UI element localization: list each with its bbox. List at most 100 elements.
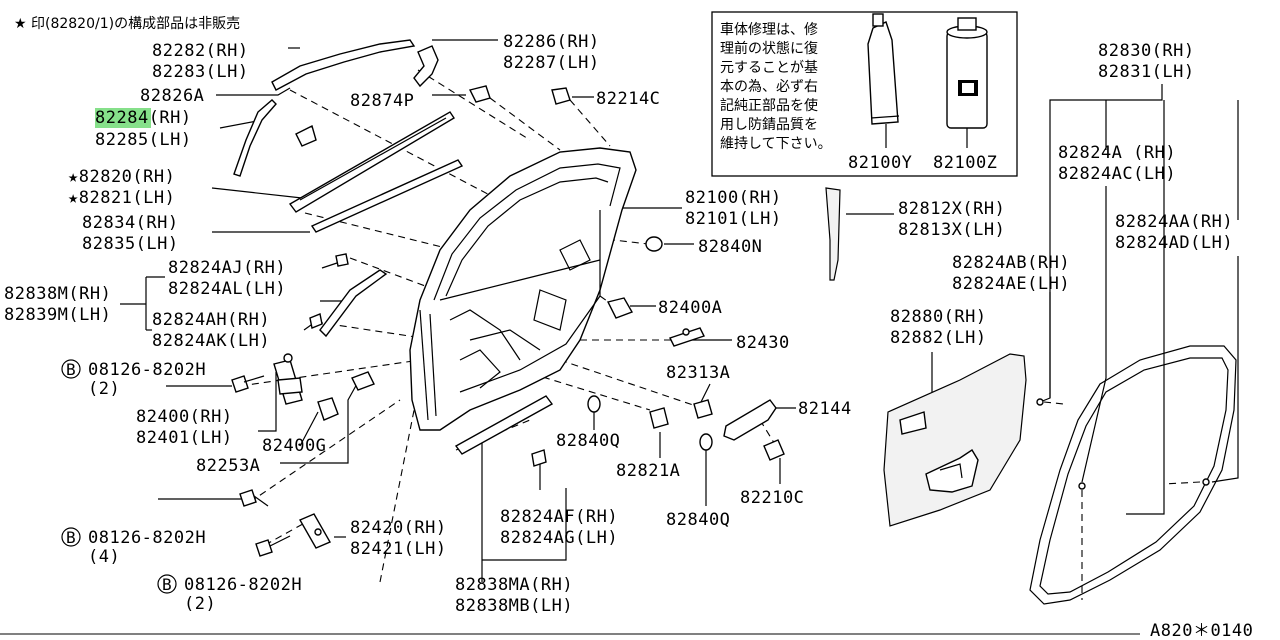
- part-number-82824af[interactable]: 82824AF(RH): [500, 507, 618, 527]
- bolt-part-number-2[interactable]: 08126-8202H: [88, 528, 206, 548]
- corner-moulding-piece: [413, 45, 439, 88]
- plug-82840q-a: [587, 395, 601, 413]
- door-sash-moulding: [271, 39, 416, 91]
- glass-run-channel: [319, 269, 388, 338]
- part-number-82880[interactable]: 82880(RH): [890, 307, 987, 327]
- part-number-82824ad[interactable]: 82824AD(LH): [1115, 233, 1233, 253]
- grommet-82821a: [649, 407, 669, 429]
- part-number-82284-highlighted[interactable]: 82284(RH): [95, 108, 192, 128]
- part-number-82824aa[interactable]: 82824AA(RH): [1115, 212, 1233, 232]
- part-number-82820[interactable]: ★82820(RH): [68, 167, 175, 187]
- part-number-82874p[interactable]: 82874P: [350, 91, 414, 111]
- bolt-quantity-3: (2): [184, 594, 216, 614]
- clip-82824aj: [335, 253, 349, 267]
- part-number-82824ae[interactable]: 82824AE(LH): [952, 274, 1070, 294]
- part-number-82286[interactable]: 82286(RH): [503, 32, 600, 52]
- part-number-82838mb[interactable]: 82838MB(LH): [455, 596, 573, 616]
- seal-strip-82812x: [825, 187, 841, 281]
- bracket-82144: [723, 399, 777, 441]
- sealant-tube-illustration: [867, 13, 900, 148]
- part-number-82835[interactable]: 82835(LH): [82, 234, 179, 254]
- part-number-82826a[interactable]: 82826A: [140, 86, 204, 106]
- repair-note-line: 用し防錆品質を: [720, 116, 818, 133]
- part-number-82838ma[interactable]: 82838MA(RH): [455, 575, 573, 595]
- part-number-82821a[interactable]: 82821A: [616, 461, 680, 481]
- repair-note-line: 本の為、必ず右: [720, 79, 818, 95]
- fastener-82313a: [693, 399, 713, 419]
- part-number-82840q-a[interactable]: 82840Q: [556, 431, 620, 451]
- part-number-82834[interactable]: 82834(RH): [82, 213, 179, 233]
- plug-82840n: [645, 236, 663, 252]
- bumper-82400a: [606, 297, 634, 319]
- bolt-part-number-1[interactable]: 08126-8202H: [88, 360, 206, 380]
- part-number-82812x[interactable]: 82812X(RH): [898, 199, 1005, 219]
- clip-82824ah: [309, 313, 323, 329]
- part-number-82824al[interactable]: 82824AL(LH): [168, 279, 286, 299]
- b-letter: B: [162, 575, 172, 594]
- part-number-82824ab[interactable]: 82824AB(RH): [952, 253, 1070, 273]
- part-number-82824ag[interactable]: 82824AG(LH): [500, 528, 618, 548]
- part-number-82100[interactable]: 82100(RH): [685, 188, 782, 208]
- part-number-82830[interactable]: 82830(RH): [1098, 41, 1195, 61]
- part-number-82100z[interactable]: 82100Z: [933, 153, 997, 173]
- repair-note-line: 元することが基: [720, 59, 818, 76]
- part-number-82283[interactable]: 82283(LH): [152, 62, 249, 82]
- b-letter: B: [66, 528, 76, 547]
- part-number-82824a[interactable]: 82824A (RH): [1058, 143, 1176, 163]
- screw-82210c: [763, 439, 785, 461]
- hinge-bolt-lower-2: [255, 535, 291, 557]
- clip-82874p: [468, 85, 491, 103]
- b-letter: B: [66, 360, 76, 379]
- part-number-82210c[interactable]: 82210C: [740, 488, 804, 508]
- bolt-quantity-2: (4): [88, 547, 120, 567]
- part-number-82400g[interactable]: 82400G: [262, 436, 326, 456]
- b-circle-icon: [157, 574, 177, 594]
- part-number-82100y[interactable]: 82100Y: [848, 153, 912, 173]
- bolt-part-number-3[interactable]: 08126-8202H: [184, 575, 302, 595]
- part-number-82400[interactable]: 82400(RH): [136, 407, 233, 427]
- door-hinge-lower: [299, 513, 331, 549]
- highlight-marker: [95, 108, 151, 128]
- part-number-82400a[interactable]: 82400A: [658, 298, 722, 318]
- b-circle-icon: [61, 527, 81, 547]
- grommet-82214c: [551, 87, 571, 105]
- part-number-82287[interactable]: 82287(LH): [503, 53, 600, 73]
- part-number-82838m[interactable]: 82838M(RH): [4, 284, 111, 304]
- rear-door-shell: [409, 147, 637, 431]
- part-number-82840n[interactable]: 82840N: [698, 237, 762, 257]
- part-number-82285[interactable]: 82285(LH): [95, 130, 192, 150]
- door-check-clip: [351, 371, 375, 391]
- seal-pad: [295, 124, 317, 147]
- part-number-82840q-b[interactable]: 82840Q: [666, 510, 730, 530]
- part-number-82144[interactable]: 82144: [798, 399, 852, 419]
- part-number-82882[interactable]: 82882(LH): [890, 328, 987, 348]
- part-number-82214c[interactable]: 82214C: [596, 89, 660, 109]
- part-number-82824aj[interactable]: 82824AJ(RH): [168, 258, 286, 278]
- clip-82824af: [531, 449, 547, 467]
- part-number-82839m[interactable]: 82839M(LH): [4, 305, 111, 325]
- part-number-82831[interactable]: 82831(LH): [1098, 62, 1195, 82]
- non-sale-note: ★ 印(82820/1)の構成部品は非販売: [14, 16, 240, 32]
- hinge-bolt-lower-1: [239, 489, 269, 507]
- part-number-82313a[interactable]: 82313A: [666, 363, 730, 383]
- part-number-82430[interactable]: 82430: [736, 333, 790, 353]
- part-number-82824ak[interactable]: 82824AK(LH): [152, 331, 270, 351]
- b-circle-icon: [61, 359, 81, 379]
- plug-82840q-b: [699, 433, 713, 451]
- part-number-82824ac[interactable]: 82824AC(LH): [1058, 164, 1176, 184]
- part-number-82824ah[interactable]: 82824AH(RH): [152, 310, 270, 330]
- bolt-quantity-1: (2): [88, 379, 120, 399]
- part-number-82284-prefix: 8228: [95, 108, 138, 128]
- door-hinge-upper: [273, 353, 303, 405]
- part-number-82282[interactable]: 82282(RH): [152, 41, 249, 61]
- part-number-82253a[interactable]: 82253A: [196, 456, 260, 476]
- repair-note-line: 維持して下さい。: [720, 136, 832, 152]
- part-number-82401[interactable]: 82401(LH): [136, 428, 233, 448]
- part-number-82420[interactable]: 82420(RH): [350, 518, 447, 538]
- part-number-82421[interactable]: 82421(LH): [350, 539, 447, 559]
- part-number-82813x[interactable]: 82813X(LH): [898, 220, 1005, 240]
- part-number-82821[interactable]: ★82821(LH): [68, 188, 175, 208]
- part-number-82101[interactable]: 82101(LH): [685, 209, 782, 229]
